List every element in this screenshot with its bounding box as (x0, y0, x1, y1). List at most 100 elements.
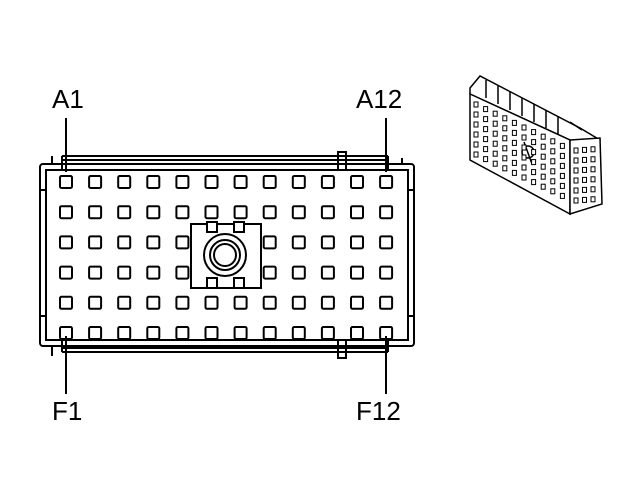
mini-side-cavity (590, 176, 596, 183)
mini-cavity (521, 174, 527, 181)
pin-cavity-C11 (350, 235, 364, 250)
mini-cavity (502, 155, 508, 162)
mini-cavity (483, 146, 489, 153)
mini-side-cavity (582, 146, 587, 153)
label-bottom-right: F12 (356, 396, 401, 426)
pin-cavity-C2 (88, 235, 103, 250)
mini-cavity (473, 121, 479, 128)
mini-side-cavity (573, 147, 579, 154)
pin-cavity-A7 (233, 175, 248, 189)
mini-cavity (550, 188, 556, 195)
pin-cavity-B9 (291, 205, 306, 220)
pin-cavity-E2 (88, 295, 103, 310)
mini-cavity (531, 169, 537, 176)
mini-side-cavity (573, 177, 579, 184)
pin-cavity-F2 (88, 326, 103, 340)
mini-cavity (511, 139, 517, 146)
label-bottom-left: F1 (52, 396, 82, 426)
mini-cavity (531, 129, 537, 136)
pin-cavity-E3 (117, 295, 132, 310)
mini-cavity (540, 183, 546, 190)
mini-side-cavity (573, 197, 579, 204)
mini-cavity (511, 169, 517, 176)
pin-cavity-D9 (291, 265, 306, 280)
mini-cavity (502, 125, 508, 132)
pin-cavity-C4 (146, 235, 161, 250)
pin-cavity-A10 (320, 175, 335, 189)
pin-cavity-E5 (175, 295, 190, 310)
pin-cavity-B7 (233, 205, 248, 220)
mini-cavity (521, 124, 527, 131)
connector-housing (39, 151, 415, 359)
pin-cavity-C12 (379, 235, 394, 250)
pin-cavity-E4 (146, 295, 161, 310)
mini-cavity (483, 126, 489, 133)
pin-cavity-B5 (175, 205, 190, 220)
mini-side-cavity (573, 157, 579, 164)
mini-side-cavity (582, 196, 587, 203)
pin-cavity-D12 (379, 265, 394, 280)
mini-cavity (521, 154, 527, 161)
pin-cavity-A12 (379, 175, 394, 189)
pin-cavity-A9 (291, 175, 306, 189)
mini-cavity (559, 142, 565, 149)
mini-cavity (540, 153, 546, 160)
mini-cavity (559, 172, 565, 179)
pin-cavity-E10 (320, 295, 335, 310)
mini-cavity (550, 138, 556, 145)
mini-cavity (540, 173, 546, 180)
pin-cavity-F10 (320, 326, 335, 340)
mini-cavity (492, 140, 498, 147)
mini-cavity (473, 151, 479, 158)
pin-cavity-A4 (146, 175, 161, 189)
mini-cavity (483, 156, 489, 163)
mini-cavity (502, 115, 508, 122)
mini-cavity (521, 164, 527, 171)
pin-cavity-A6 (204, 175, 219, 189)
pin-cavity-B1 (59, 205, 73, 220)
mini-cavity (550, 178, 556, 185)
mini-cavity (559, 192, 565, 199)
mini-cavity (473, 101, 479, 108)
mini-cavity (540, 143, 546, 150)
connector-3d-view-icon (469, 75, 603, 216)
center-key-block (190, 221, 262, 289)
pin-cavity-D5 (175, 265, 190, 280)
mini-cavity (502, 145, 508, 152)
mini-cavity (492, 120, 498, 127)
mini-cavity (521, 144, 527, 151)
pin-cavity-F6 (204, 326, 219, 340)
pin-cavity-D4 (146, 265, 161, 280)
pin-cavity-E8 (262, 295, 277, 310)
pin-cavity-A2 (88, 175, 103, 189)
pin-cavity-C5 (175, 235, 190, 250)
mini-cavity (550, 148, 556, 155)
mini-cavity (531, 139, 537, 146)
pin-cavity-B10 (320, 205, 335, 220)
pin-cavity-F7 (233, 326, 248, 340)
mini-cavity (492, 130, 498, 137)
pin-cavity-F9 (291, 326, 306, 340)
pin-cavity-B4 (146, 205, 161, 220)
pin-cavity-D3 (117, 265, 132, 280)
pin-cavity-D11 (350, 265, 364, 280)
mini-cavity (473, 111, 479, 118)
pin-cavity-B11 (350, 205, 364, 220)
mini-side-cavity (582, 156, 587, 163)
mini-cavity (531, 149, 537, 156)
mini-cavity (559, 152, 565, 159)
pin-cavity-A5 (175, 175, 190, 189)
leader-lines (65, 118, 387, 394)
mini-cavity (492, 110, 498, 117)
pin-cavity-C8 (262, 235, 277, 250)
pin-cavity-E11 (350, 295, 364, 310)
mini-cavity (531, 179, 537, 186)
mini-cavity (550, 158, 556, 165)
pin-cavity-A8 (262, 175, 277, 189)
pin-cavity-B6 (204, 205, 219, 220)
mini-cavity (483, 106, 489, 113)
mini-cavity (540, 133, 546, 140)
pin-cavity-D2 (88, 265, 103, 280)
mini-cavity (559, 162, 565, 169)
